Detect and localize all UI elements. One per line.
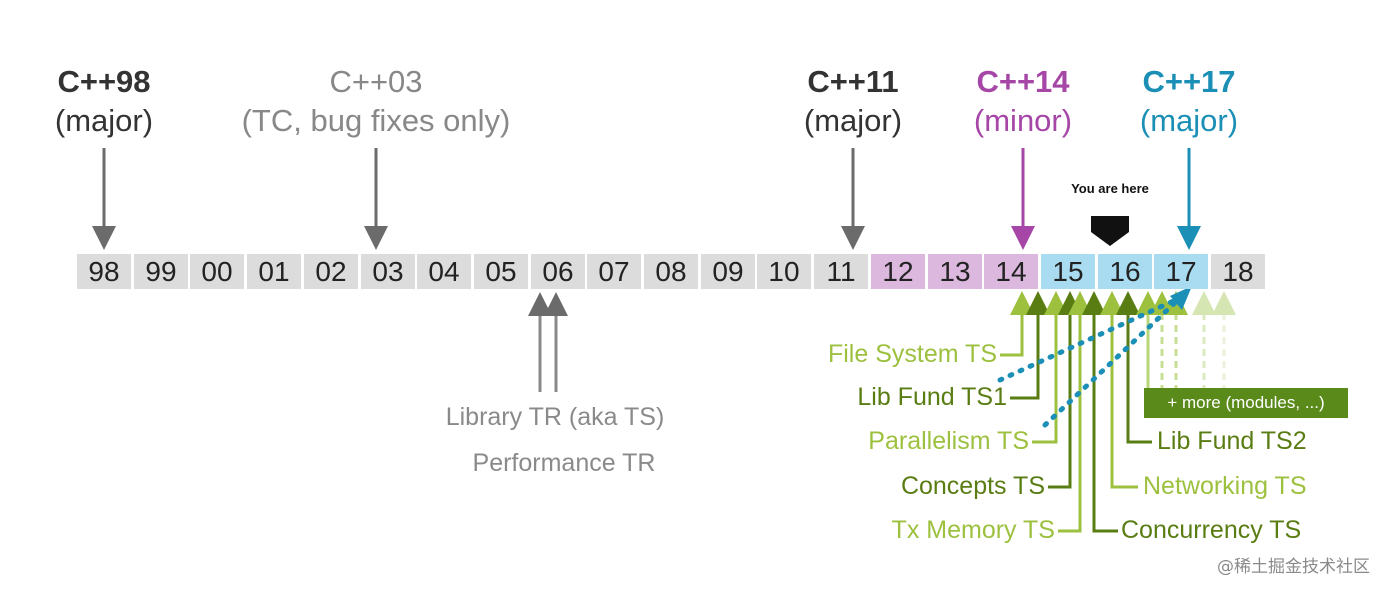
year-99: 99 — [134, 254, 188, 289]
ts-parallelism: Parallelism TS — [868, 427, 1029, 455]
year-02: 02 — [304, 254, 358, 289]
label-cpp98: C++98(major) — [54, 64, 154, 138]
you-are-here-label: You are here — [1071, 181, 1149, 196]
ts-concurrency: Concurrency TS — [1121, 516, 1302, 544]
year-18: 18 — [1211, 254, 1265, 289]
year-07: 07 — [587, 254, 641, 289]
ts-concepts: Concepts TS — [900, 472, 1045, 500]
ts-file-system: File System TS — [827, 340, 997, 368]
dotted-merge-parallelism — [1042, 295, 1183, 428]
library-tr-label: Library TR (aka TS) — [445, 403, 665, 431]
ts-networking: Networking TS — [1143, 472, 1307, 500]
year-16: 16 — [1098, 254, 1152, 289]
year-05: 05 — [474, 254, 528, 289]
year-13: 13 — [928, 254, 982, 289]
ts-lib-fund-2: Lib Fund TS2 — [1157, 427, 1307, 455]
you-are-here-marker — [1091, 216, 1129, 246]
year-04: 04 — [417, 254, 471, 289]
year-12: 12 — [871, 254, 925, 289]
year-98: 98 — [77, 254, 131, 289]
connector-file-system-ts — [1000, 291, 1034, 357]
ts-tx-memory: Tx Memory TS — [891, 516, 1055, 544]
connector-concurrency-ts — [1082, 291, 1118, 533]
watermark: @稀土掘金技术社区 — [1217, 557, 1370, 577]
year-08: 08 — [644, 254, 698, 289]
connector-networking-ts — [1100, 291, 1138, 489]
year-15: 15 — [1041, 254, 1095, 289]
year-14: 14 — [984, 254, 1038, 289]
year-01: 01 — [247, 254, 301, 289]
connector-parallelism-ts — [1032, 291, 1068, 444]
year-00: 00 — [190, 254, 244, 289]
performance-tr-label: Performance TR — [472, 449, 656, 477]
year-11: 11 — [814, 254, 868, 289]
connector-lib-fund-ts1 — [1010, 291, 1050, 400]
label-cpp17: C++17(major) — [1139, 64, 1239, 138]
connector-concepts-ts — [1048, 291, 1082, 489]
year-06: 06 — [531, 254, 585, 289]
year-03: 03 — [361, 254, 415, 289]
year-10: 10 — [757, 254, 811, 289]
year-09: 09 — [701, 254, 755, 289]
ts-lib-fund-1: Lib Fund TS1 — [857, 383, 1007, 411]
connector-tx-memory-ts — [1058, 291, 1092, 533]
label-cpp03: C++03(TC, bug fixes only) — [241, 64, 511, 138]
year-17: 17 — [1154, 254, 1208, 289]
label-cpp14: C++14(minor) — [973, 64, 1073, 138]
dotted-merge-arrowhead — [1170, 286, 1192, 310]
more-badge: + more (modules, ...) — [1144, 388, 1348, 418]
label-cpp11: C++11(major) — [803, 64, 903, 138]
dotted-merge-ts1 — [997, 295, 1183, 383]
